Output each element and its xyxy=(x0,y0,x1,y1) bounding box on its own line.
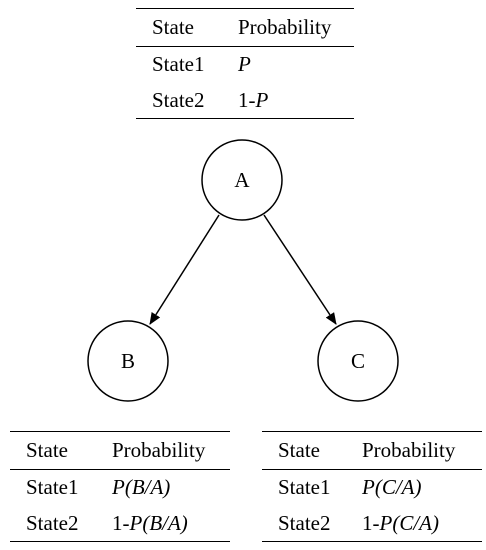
node-b-label: B xyxy=(121,349,135,373)
state-cell: State1 xyxy=(278,475,331,500)
probability-table-b: State Probability State1 P(B/A) State2 1… xyxy=(10,431,230,542)
probability-expression: P xyxy=(238,52,251,77)
edge-a-to-b xyxy=(149,214,220,325)
state-cell: State1 xyxy=(152,52,205,77)
node-c[interactable] xyxy=(317,320,399,402)
probability-cell: P(C/A) xyxy=(362,470,482,506)
probability-cell: P(B/A) xyxy=(112,470,230,506)
table-row: State1 P(B/A) xyxy=(10,470,230,506)
table-header-row: State Probability xyxy=(262,431,482,470)
node-a[interactable] xyxy=(201,139,283,221)
probability-expression: P xyxy=(255,87,269,112)
table-row: State1 P(C/A) xyxy=(262,470,482,506)
node-c-label: C xyxy=(351,349,365,373)
probability-cell: P xyxy=(238,47,354,83)
state-cell: State2 xyxy=(136,82,238,119)
probability-expression: P(B/A) xyxy=(112,475,171,500)
edge-a-to-c xyxy=(263,214,337,325)
table-header-row: State Probability xyxy=(10,431,230,470)
probability-table-a: State Probability State1 P State2 1-P xyxy=(136,8,354,119)
table-row: State2 1-P xyxy=(136,82,354,119)
header-state: State xyxy=(10,431,112,470)
table-header-row: State Probability xyxy=(136,8,354,47)
header-state: State xyxy=(136,8,238,47)
probability-expression: P(C/A) xyxy=(379,510,439,535)
state-cell: State2 xyxy=(10,505,112,542)
header-state: State xyxy=(262,431,362,470)
header-probability: Probability xyxy=(112,431,230,470)
state-cell: State2 xyxy=(262,505,362,542)
state-cell: State1 xyxy=(26,475,79,500)
probability-expression: P(C/A) xyxy=(362,475,422,500)
table-row: State1 P xyxy=(136,47,354,83)
header-probability: Probability xyxy=(238,8,354,47)
probability-prefix: 1- xyxy=(362,510,380,535)
node-b[interactable] xyxy=(87,320,169,402)
node-a-label: A xyxy=(234,168,250,192)
probability-cell: 1-P xyxy=(238,82,354,119)
table-row: State2 1-P(B/A) xyxy=(10,505,230,542)
probability-cell: 1-P(B/A) xyxy=(112,505,230,542)
probability-table-c: State Probability State1 P(C/A) State2 1… xyxy=(262,431,482,542)
probability-prefix: 1- xyxy=(238,87,256,112)
probability-expression: P(B/A) xyxy=(129,510,188,535)
probability-cell: 1-P(C/A) xyxy=(362,505,482,542)
table-row: State2 1-P(C/A) xyxy=(262,505,482,542)
probability-prefix: 1- xyxy=(112,510,130,535)
header-probability: Probability xyxy=(362,431,482,470)
